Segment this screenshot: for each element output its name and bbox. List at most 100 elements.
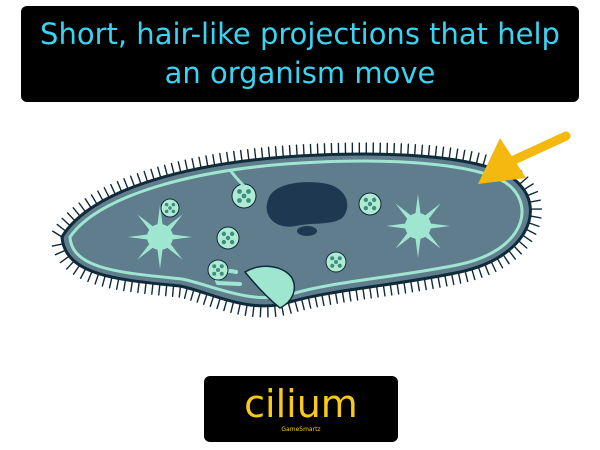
cilium-strand [151,282,154,295]
contractile-vacuole [128,205,192,269]
cilium-strand [72,207,81,218]
macronucleus [266,182,348,227]
cilium-strand [223,299,228,312]
cilium-strand [287,301,292,314]
cilium-strand [430,276,434,290]
cilium-strand [170,162,175,175]
cilium-strand [527,222,540,228]
cilium-strand [288,144,291,158]
cilium-strand [482,154,487,167]
cilium-strand [496,257,504,269]
cilium-strand [137,280,140,294]
cilium-strand [420,144,424,157]
cilium-strand [513,245,522,255]
cilium-strand [517,240,528,249]
illustration [0,108,600,370]
cilium-strand [253,148,257,161]
cilium-strand [171,284,175,298]
cilium-strand [202,293,208,305]
cilium-strand [457,271,462,284]
cilium-strand [129,175,136,188]
cilium-strand [108,276,113,289]
contractile-vacuoles [128,194,450,269]
contractile-vacuole [386,194,450,258]
cilium-strand [164,283,168,297]
cilium-strand [115,277,120,290]
cilium-strand [239,149,243,163]
cilium-strand [407,143,410,156]
definition-text: Short, hair-like projections that help a… [40,17,560,90]
cilium-strand [400,143,403,156]
cilium-strand [144,281,147,295]
cilium-strand [484,263,490,276]
cilium-strand [341,290,345,303]
cilium-strand [389,283,393,296]
cilium-strand [157,166,162,179]
cilium-strand [375,285,379,298]
cilium-strand [123,278,127,292]
cilium-strand [158,283,161,296]
cilium-strand [448,147,452,160]
cilium-strand [528,199,541,203]
cilium-strand [334,291,339,304]
cilium-strand [52,230,63,238]
cilium-strand [212,154,216,167]
cilium-strand [178,285,182,298]
food-vacuole [160,198,180,218]
food-vacuole [231,183,257,209]
cilium-strand [274,146,278,159]
cilium-strand [136,173,142,185]
brand-label: GameSmartz [281,426,321,433]
cilium-strand [110,183,117,196]
term-box: cilium GameSmartz [204,376,398,442]
cilium-strand [455,148,459,161]
cilium-strand [437,275,441,288]
oral-groove [243,265,296,309]
cilium-strand [116,180,123,193]
cilium-strand [123,178,129,190]
cilium-strand [198,156,202,169]
cilium-strand [444,274,448,287]
cilium-strand [252,304,255,318]
arrow-icon [478,131,571,184]
cilium-strand [427,145,431,158]
cilium-strand [382,284,386,297]
cilium-strand [237,302,242,315]
cilium-strand [523,183,534,191]
cilium-strand [244,303,248,317]
cilium-strand [423,278,427,291]
food-vacuole [358,192,382,216]
cilium-strand [307,296,312,309]
cilium-strand [294,299,299,312]
cilium-strand [51,243,64,247]
cilium-strand [321,293,325,307]
cilium-strand [259,305,262,318]
cilium-strand [267,146,271,160]
cilium-strand [97,190,104,202]
cilium-strand [260,147,264,160]
cilium-strand [183,286,188,300]
cilium-strand [205,155,209,168]
cilium-strand [477,266,483,278]
cilium-strand [368,286,372,299]
cilium-strand [403,281,407,294]
cilium-strand [416,279,421,292]
cilium-strand [327,292,332,305]
cilium-strand [59,255,71,264]
cilium-strand [468,150,473,164]
cilium-strand [526,190,539,197]
cilium-strand [79,267,87,279]
cilium-strand [362,287,366,300]
cilium-strand [130,280,134,293]
cilium-strand [230,301,235,314]
cilium-strand [143,170,149,183]
cilium-strand [184,159,189,172]
cilium-strand [309,143,312,157]
cilium-strand [226,151,230,165]
cilium-strand [434,145,438,159]
cilium-strand [209,295,215,308]
cilium-strand [61,217,71,227]
cilium-strand [475,152,480,165]
cell-body [60,152,532,308]
cilium-strand [355,288,359,301]
